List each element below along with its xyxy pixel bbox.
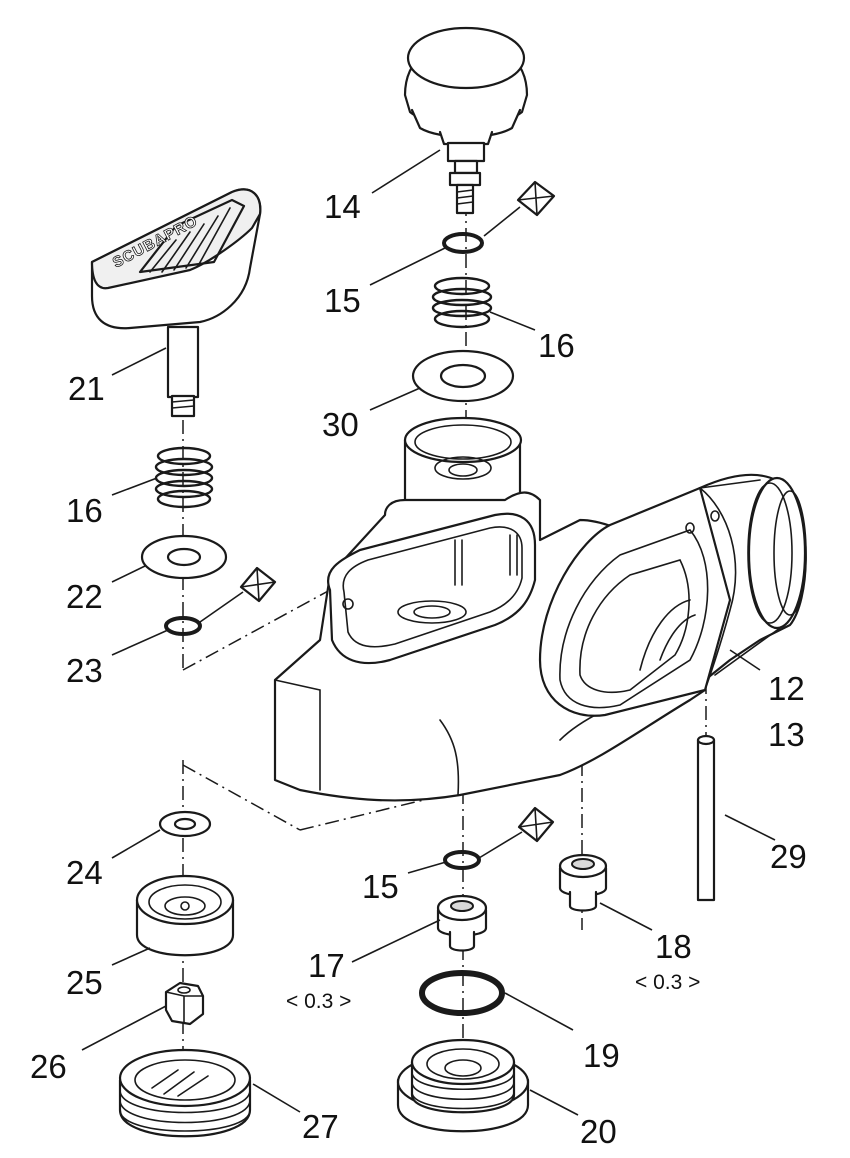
part-20-threaded-plug bbox=[396, 1038, 530, 1133]
lubricate-diamond-icon bbox=[517, 806, 555, 843]
label-24: 24 bbox=[66, 854, 103, 891]
part-25-cap bbox=[135, 874, 235, 957]
part-19-oring bbox=[419, 970, 505, 1016]
label-19: 19 bbox=[583, 1037, 620, 1074]
label-16-left: 16 bbox=[66, 492, 103, 529]
label-15-upper: 15 bbox=[324, 282, 361, 319]
tolerance-17: < 0.3 > bbox=[286, 990, 351, 1013]
part-16-left-spring bbox=[154, 446, 214, 509]
label-18: 18 bbox=[655, 928, 692, 965]
part-14-knob bbox=[403, 26, 529, 215]
part-22-washer bbox=[140, 534, 228, 580]
part-labels: 14 15 16 30 21 16 22 23 12 13 29 24 15 2… bbox=[30, 188, 807, 1150]
part-27-threaded-ring bbox=[118, 1048, 252, 1138]
lubricate-diamond-icon bbox=[516, 180, 556, 217]
label-20: 20 bbox=[580, 1113, 617, 1150]
lubricate-diamond-icon bbox=[239, 566, 277, 603]
part-17-seat bbox=[436, 894, 488, 952]
part-29-pin bbox=[696, 734, 716, 902]
tolerance-18: < 0.3 > bbox=[635, 971, 700, 994]
leader-lines bbox=[81, 149, 776, 1116]
label-12: 12 bbox=[768, 670, 805, 707]
part-15-lower-oring bbox=[443, 850, 481, 870]
label-30: 30 bbox=[322, 406, 359, 443]
label-16-upper: 16 bbox=[538, 327, 575, 364]
label-26: 26 bbox=[30, 1048, 67, 1085]
label-29: 29 bbox=[770, 838, 807, 875]
label-23: 23 bbox=[66, 652, 103, 689]
main-housing bbox=[273, 416, 807, 802]
lever-grip-slots bbox=[138, 198, 246, 274]
label-17: 17 bbox=[308, 947, 345, 984]
label-21: 21 bbox=[68, 370, 105, 407]
label-13: 13 bbox=[768, 716, 805, 753]
part-30-washer bbox=[411, 349, 515, 403]
part-23-oring bbox=[164, 616, 202, 636]
label-15-lower: 15 bbox=[362, 868, 399, 905]
part-24-washer bbox=[158, 810, 212, 838]
part-21-lever: SCUBAPRO bbox=[90, 188, 262, 418]
part-15-upper-oring bbox=[442, 232, 484, 254]
part-18-seat bbox=[558, 853, 608, 912]
label-22: 22 bbox=[66, 578, 103, 615]
label-27: 27 bbox=[302, 1108, 339, 1145]
part-26-hex-nut bbox=[164, 981, 205, 1026]
part-16-upper-spring bbox=[431, 276, 493, 329]
label-25: 25 bbox=[66, 964, 103, 1001]
label-14: 14 bbox=[324, 188, 361, 225]
